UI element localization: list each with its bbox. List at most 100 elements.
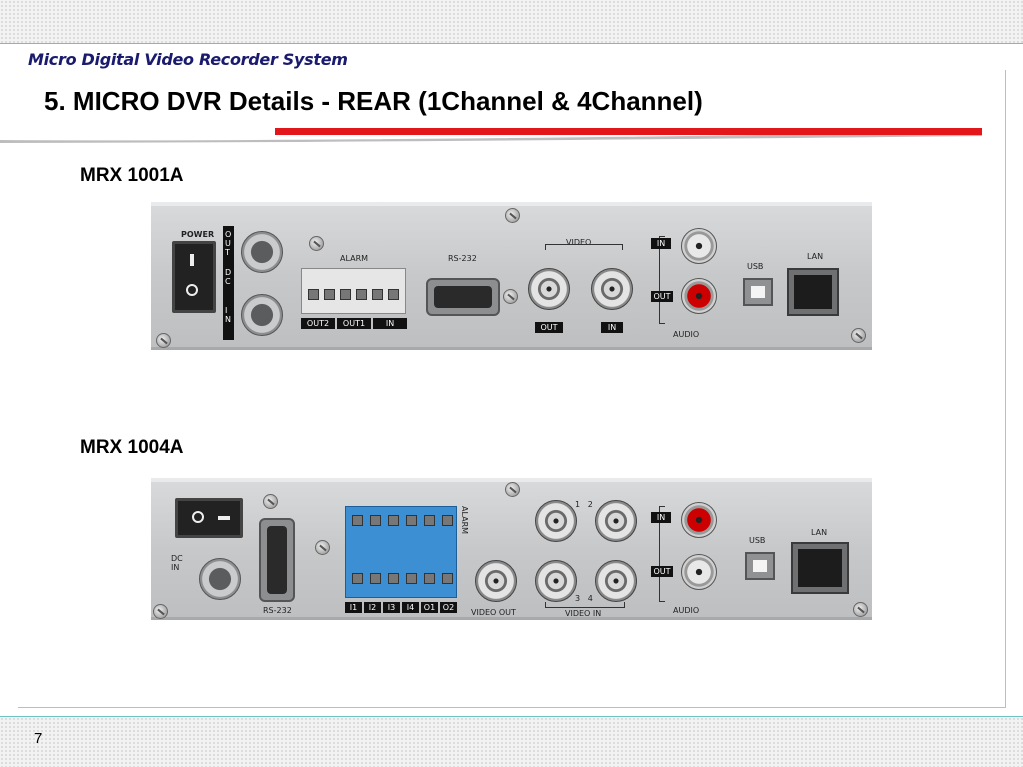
dc-in-connector[interactable] (241, 294, 283, 336)
alarm-label: ALARM (340, 254, 369, 263)
out-vertical-label: O U T (225, 230, 232, 257)
video-ch12-label: 1 2 (575, 500, 593, 509)
alarm-i3-tag: I3 (383, 602, 400, 613)
screw (505, 208, 520, 223)
terminal-cell (406, 515, 417, 526)
power-switch[interactable] (172, 241, 216, 313)
alarm-terminal-block[interactable] (301, 268, 406, 314)
model-label-1004a: MRX 1004A (80, 437, 184, 458)
power-switch[interactable] (175, 498, 243, 538)
page-number: 7 (34, 730, 43, 747)
alarm-out1-tag: OUT1 (337, 318, 371, 329)
terminal-cell (324, 289, 335, 300)
terminal-cell (442, 515, 453, 526)
alarm-label: ALARM (460, 506, 469, 535)
alarm-i4-tag: I4 (402, 602, 419, 613)
dc-in-connector[interactable] (199, 558, 241, 600)
alarm-out2-tag: OUT2 (301, 318, 335, 329)
video-bracket (545, 244, 623, 250)
usb-label: USB (747, 262, 764, 271)
terminal-cell (372, 289, 383, 300)
screw (851, 328, 866, 343)
switch-on-mark (190, 254, 194, 266)
device-panel-1001a: POWER O U T D C I N ALARM OUT2 OUT1 IN R… (151, 202, 872, 350)
screw (853, 602, 868, 617)
switch-on-mark (218, 516, 230, 520)
audio-in-tag: IN (651, 238, 671, 249)
video-out-connector[interactable] (528, 268, 570, 310)
screw (153, 604, 168, 619)
lan-label: LAN (807, 252, 824, 261)
alarm-i2-tag: I2 (364, 602, 381, 613)
alarm-i1-tag: I1 (345, 602, 362, 613)
terminal-cell (308, 289, 319, 300)
audio-bracket (659, 506, 665, 602)
switch-off-mark (192, 511, 204, 523)
video-in-3-connector[interactable] (535, 560, 577, 602)
video-in-1-connector[interactable] (535, 500, 577, 542)
video-in-2-connector[interactable] (595, 500, 637, 542)
video-out-tag: OUT (535, 322, 563, 333)
terminal-cell (356, 289, 367, 300)
lan-port[interactable] (791, 542, 849, 594)
video-out-connector[interactable] (475, 560, 517, 602)
screw (315, 540, 330, 555)
screw (263, 494, 278, 509)
dc-in-label: DC IN (171, 554, 183, 572)
audio-in-connector[interactable] (681, 228, 717, 264)
video-in-4-connector[interactable] (595, 560, 637, 602)
content-frame (18, 70, 1006, 708)
alarm-o2-tag: O2 (440, 602, 457, 613)
footer-band (0, 716, 1023, 767)
screw (503, 289, 518, 304)
terminal-cell (340, 289, 351, 300)
rs232-label: RS-232 (448, 254, 477, 263)
terminal-cell (442, 573, 453, 584)
usb-port[interactable] (745, 552, 775, 580)
alarm-terminal-block[interactable] (345, 506, 457, 598)
audio-label: AUDIO (673, 606, 700, 615)
model-label-1001a: MRX 1001A (80, 165, 184, 186)
video-in-connector[interactable] (591, 268, 633, 310)
audio-in-tag: IN (651, 512, 671, 523)
power-label: POWER (181, 230, 215, 239)
device-panel-1004a: DC IN RS-232 ALARM I1 I2 I3 I4 O1 O2 VID… (151, 478, 872, 620)
terminal-cell (406, 573, 417, 584)
terminal-cell (388, 515, 399, 526)
screw (505, 482, 520, 497)
dc-vertical-label: D C (225, 268, 232, 286)
switch-off-mark (186, 284, 198, 296)
dc-out-connector[interactable] (241, 231, 283, 273)
video-in-bracket (545, 602, 625, 608)
terminal-cell (388, 573, 399, 584)
alarm-o1-tag: O1 (421, 602, 438, 613)
slide-title: 5. MICRO DVR Details - REAR (1Channel & … (44, 86, 703, 116)
audio-in-connector[interactable] (681, 502, 717, 538)
audio-out-connector[interactable] (681, 278, 717, 314)
terminal-cell (370, 515, 381, 526)
usb-port[interactable] (743, 278, 773, 306)
audio-bracket (659, 236, 665, 324)
terminal-cell (370, 573, 381, 584)
terminal-cell (424, 573, 435, 584)
lan-port[interactable] (787, 268, 839, 316)
rs232-port[interactable] (259, 518, 295, 602)
screw (309, 236, 324, 251)
rs232-label: RS-232 (263, 606, 292, 615)
rs232-port[interactable] (426, 278, 500, 316)
video-out-label: VIDEO OUT (471, 608, 516, 617)
video-in-label: VIDEO IN (565, 609, 602, 618)
underline-red (275, 128, 982, 135)
terminal-cell (352, 515, 363, 526)
in-vertical-label: I N (225, 306, 231, 324)
terminal-cell (424, 515, 435, 526)
terminal-cell (388, 289, 399, 300)
audio-out-connector[interactable] (681, 554, 717, 590)
out-dc-in-strip (223, 226, 234, 340)
video-in-tag: IN (601, 322, 623, 333)
terminal-cell (352, 573, 363, 584)
usb-label: USB (749, 536, 766, 545)
video-label: VIDEO (566, 238, 592, 247)
audio-label: AUDIO (673, 330, 700, 339)
title-underline (0, 128, 982, 143)
